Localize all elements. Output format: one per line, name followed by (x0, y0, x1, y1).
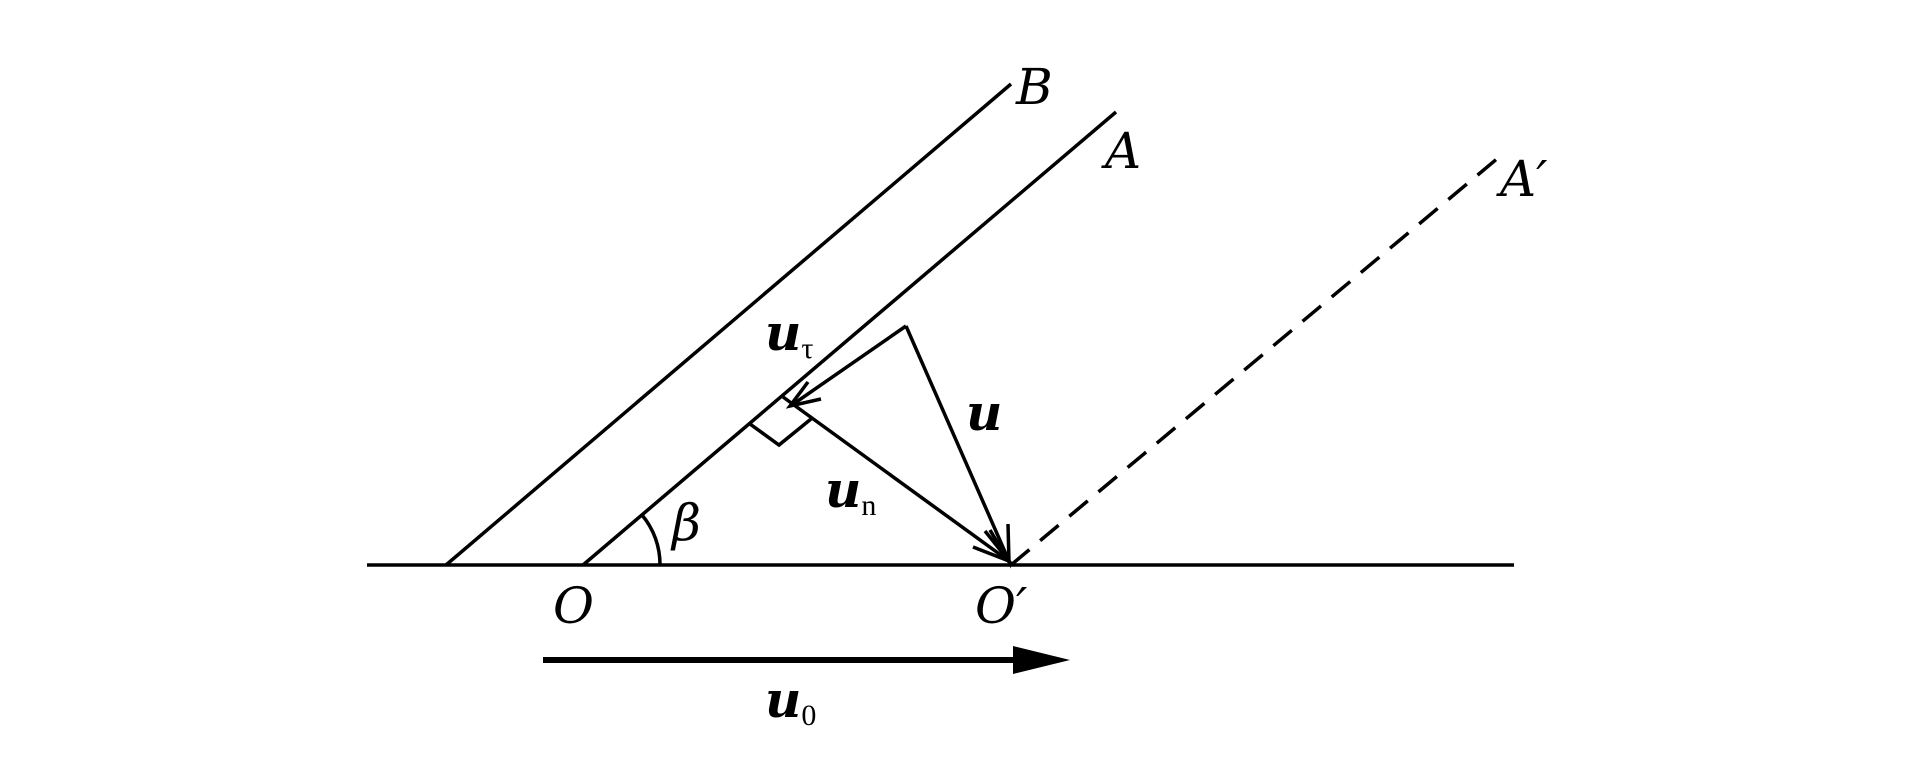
label-u-n-base: u (825, 460, 861, 519)
label-o-prime: O′ (975, 577, 1028, 635)
vector-u (904, 325, 1011, 562)
angle-beta-arc (640, 513, 662, 566)
label-u-tau-base: u (765, 303, 801, 362)
label-u0-base: u (765, 670, 801, 729)
right-angle-mark (748, 417, 813, 448)
label-o: O (553, 577, 594, 635)
label-beta: β (670, 494, 701, 552)
vector-u-tau (791, 324, 907, 407)
label-u-tau: uτ (765, 303, 813, 365)
label-u-n: un (825, 460, 876, 522)
label-u-n-sub: n (861, 489, 876, 522)
label-a: A (1101, 122, 1141, 180)
label-u0: u0 (765, 670, 816, 732)
vector-u-n (781, 395, 1011, 563)
label-b: B (1015, 58, 1053, 116)
label-u0-sub: 0 (801, 699, 816, 732)
line-a (581, 110, 1118, 567)
label-u: u (966, 383, 1002, 442)
line-a-prime-dashed (1009, 156, 1500, 567)
vector-u-n-arrowhead (972, 529, 1015, 565)
vector-u0-arrowhead (1013, 646, 1070, 674)
line-b (444, 82, 1013, 567)
label-a-prime: A′ (1496, 150, 1548, 208)
label-u-tau-sub: τ (801, 332, 813, 365)
vector-u-tau-arrowhead (785, 380, 822, 409)
